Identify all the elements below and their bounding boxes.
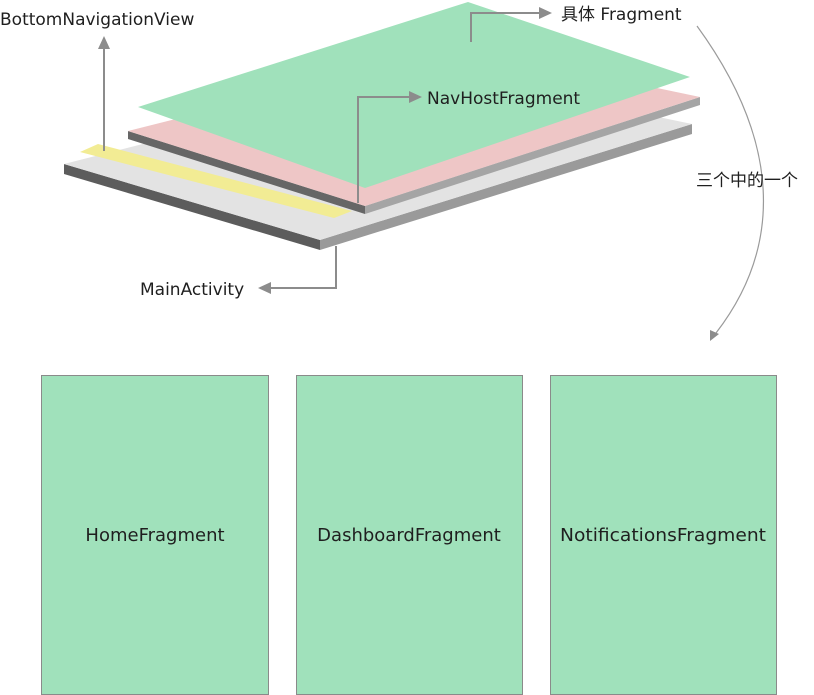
layer-stack bbox=[64, 2, 700, 250]
fragment-card-notifications: NotificationsFragment bbox=[550, 375, 777, 695]
nav-host-fragment-layer-edge bbox=[128, 131, 365, 214]
bottom-navigation-view-layer bbox=[80, 144, 352, 218]
fragment-card-home: HomeFragment bbox=[41, 375, 269, 695]
selection-curve-arrowhead bbox=[710, 330, 719, 341]
main-activity-connector bbox=[270, 246, 337, 289]
fragment-card-dashboard: DashboardFragment bbox=[296, 375, 523, 695]
bottom-navigation-view-label: BottomNavigationView bbox=[0, 10, 194, 30]
nav-host-fragment-label: NavHostFragment bbox=[427, 89, 580, 109]
fragment-card-home-label: HomeFragment bbox=[85, 525, 224, 546]
nav-host-arrowhead bbox=[409, 91, 422, 103]
selection-curve bbox=[696, 25, 765, 334]
concrete-fragment-label: 具体 Fragment bbox=[561, 5, 682, 25]
fragment-card-dashboard-box bbox=[296, 375, 523, 695]
main-activity-layer-side bbox=[320, 124, 692, 250]
labels: BottomNavigationView NavHostFragment 具体 … bbox=[0, 5, 798, 300]
main-activity-label: MainActivity bbox=[140, 280, 244, 300]
nav-host-fragment-layer-side bbox=[365, 97, 700, 214]
connectors bbox=[98, 7, 765, 341]
concrete-fragment-arrowhead bbox=[539, 7, 552, 19]
main-activity-arrowhead bbox=[258, 282, 271, 294]
fragment-card-notifications-label: NotificationsFragment bbox=[560, 525, 766, 546]
fragment-card-notifications-box bbox=[550, 375, 777, 695]
bottom-nav-arrowhead bbox=[98, 36, 110, 49]
fragment-cards: HomeFragment DashboardFragment Notificat… bbox=[41, 375, 777, 695]
fragment-card-dashboard-label: DashboardFragment bbox=[317, 525, 501, 546]
main-activity-layer-edge bbox=[64, 164, 320, 250]
one-of-three-label: 三个中的一个 bbox=[696, 171, 798, 191]
fragment-card-home-box bbox=[41, 375, 269, 695]
concrete-fragment-connector bbox=[470, 12, 540, 42]
nav-host-connector bbox=[357, 96, 410, 203]
